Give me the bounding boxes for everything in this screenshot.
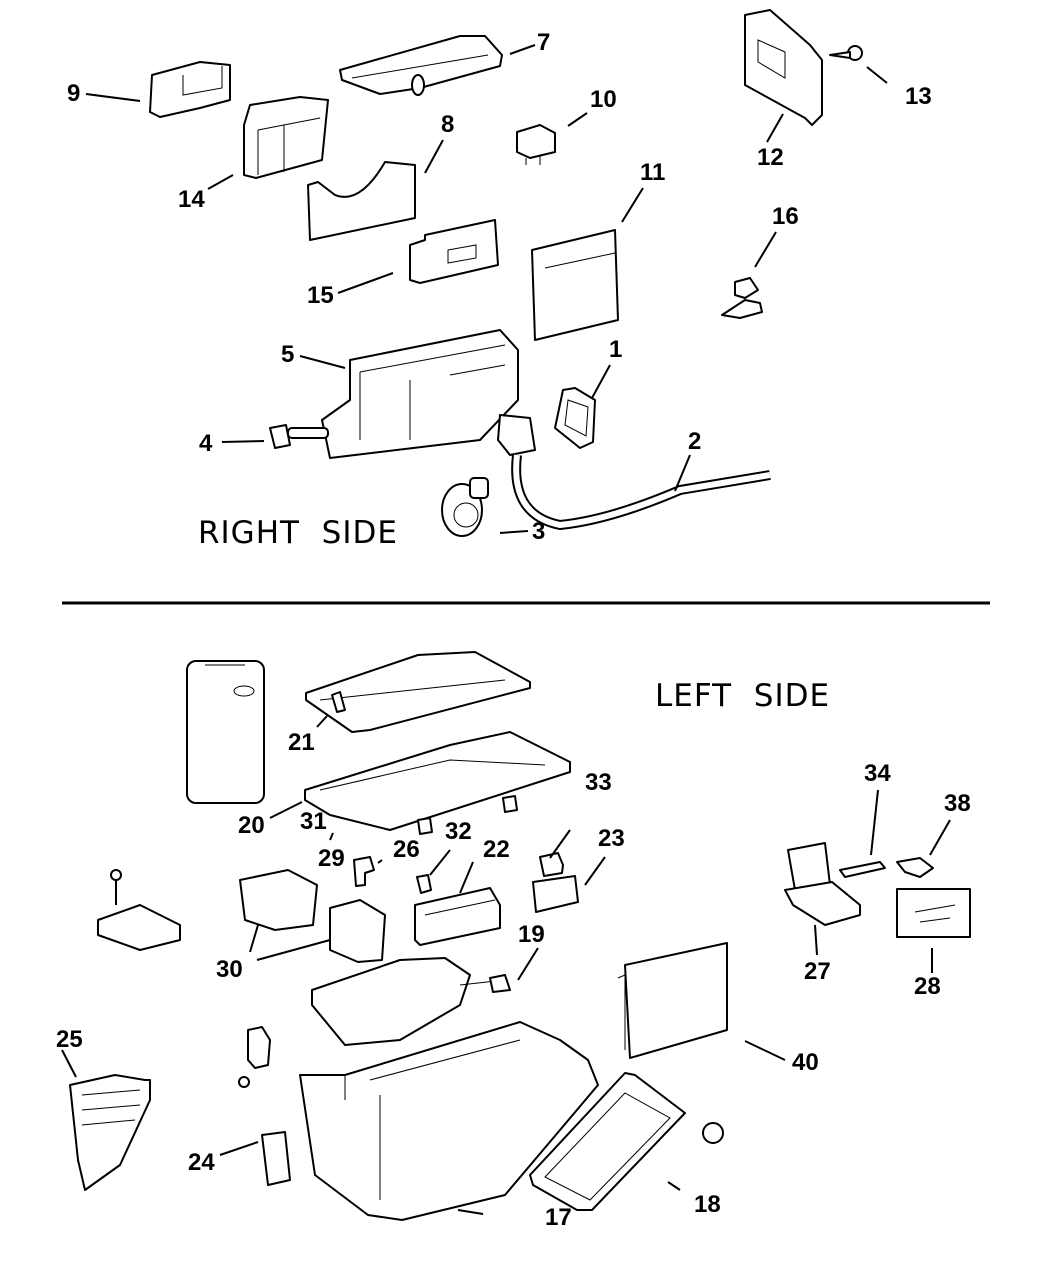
callout-3[interactable]: 3 (532, 518, 545, 545)
part-22-fuse-block (414, 887, 501, 946)
part-25-module (69, 1074, 151, 1191)
callout-21[interactable]: 21 (288, 729, 315, 756)
part-9-module (149, 61, 231, 118)
part-grommet (238, 1026, 271, 1088)
part-40-cover (617, 942, 728, 1059)
callout-32[interactable]: 32 (445, 818, 472, 845)
part-10-relay (516, 124, 556, 165)
part-8-shield (307, 161, 416, 241)
callout-20[interactable]: 20 (238, 812, 265, 839)
callout-28[interactable]: 28 (914, 973, 941, 1000)
part-12-module (744, 9, 823, 126)
part-3-pump (441, 477, 489, 537)
callout-30[interactable]: 30 (216, 956, 243, 983)
part-26-fuse (353, 856, 375, 887)
part-1-gasket (554, 387, 596, 449)
part-30-relay-block (239, 869, 386, 963)
part-2-hose (497, 414, 771, 531)
part-nut (702, 1122, 724, 1144)
callout-12[interactable]: 12 (757, 144, 784, 171)
part-19-carrier (311, 957, 511, 1046)
callout-24[interactable]: 24 (188, 1149, 215, 1176)
leader-lines-right (85, 44, 888, 534)
part-15-module (409, 219, 499, 284)
callout-8[interactable]: 8 (441, 111, 454, 138)
label-card (186, 660, 265, 804)
callout-34[interactable]: 34 (864, 760, 891, 787)
section-label-left-side: LEFT SIDE (655, 678, 830, 714)
part-4-switch (269, 424, 329, 449)
part-17-housing (299, 1021, 599, 1221)
callout-10[interactable]: 10 (590, 86, 617, 113)
part-bracket-clip (97, 869, 181, 951)
callout-13[interactable]: 13 (905, 83, 932, 110)
callout-38[interactable]: 38 (944, 790, 971, 817)
part-33-relay (539, 852, 564, 877)
part-5-housing (321, 329, 519, 459)
callout-14[interactable]: 14 (178, 186, 205, 213)
part-38-clip (896, 857, 934, 878)
callout-25[interactable]: 25 (56, 1026, 83, 1053)
part-20-tray (304, 731, 571, 835)
part-32-fuse (416, 874, 432, 894)
callout-2[interactable]: 2 (688, 428, 701, 455)
leader-lines-left (61, 715, 951, 1215)
part-11-module (531, 229, 619, 341)
section-label-right-side: RIGHT SIDE (198, 515, 398, 551)
callout-5[interactable]: 5 (281, 341, 294, 368)
part-7-cover (339, 35, 503, 96)
callout-11[interactable]: 11 (640, 159, 665, 186)
callout-23[interactable]: 23 (598, 825, 625, 852)
part-13-screw (829, 45, 863, 61)
callout-33[interactable]: 33 (585, 769, 612, 796)
part-24-clip (261, 1131, 291, 1186)
callout-19[interactable]: 19 (518, 921, 545, 948)
callout-18[interactable]: 18 (694, 1191, 721, 1218)
callout-4[interactable]: 4 (199, 430, 213, 457)
callout-9[interactable]: 9 (67, 80, 80, 107)
part-34-strip (839, 861, 886, 878)
callout-29[interactable]: 29 (318, 845, 345, 872)
callout-17[interactable]: 17 (545, 1204, 572, 1231)
callout-27[interactable]: 27 (804, 958, 831, 985)
part-14-module (243, 96, 329, 179)
part-21-lid (305, 651, 531, 733)
callout-16[interactable]: 16 (772, 203, 799, 230)
callout-26[interactable]: 26 (393, 836, 420, 863)
part-28-label (896, 888, 971, 938)
callout-15[interactable]: 15 (307, 282, 334, 309)
callout-7[interactable]: 7 (537, 29, 550, 56)
callout-22[interactable]: 22 (483, 836, 510, 863)
part-16-bracket (721, 277, 763, 319)
part-27-fuse-box (784, 842, 861, 926)
callout-31[interactable]: 31 (300, 808, 327, 835)
callout-40[interactable]: 40 (792, 1049, 819, 1076)
part-18-gasket (529, 1072, 686, 1211)
callout-1[interactable]: 1 (609, 336, 622, 363)
part-23-connector (532, 875, 579, 913)
